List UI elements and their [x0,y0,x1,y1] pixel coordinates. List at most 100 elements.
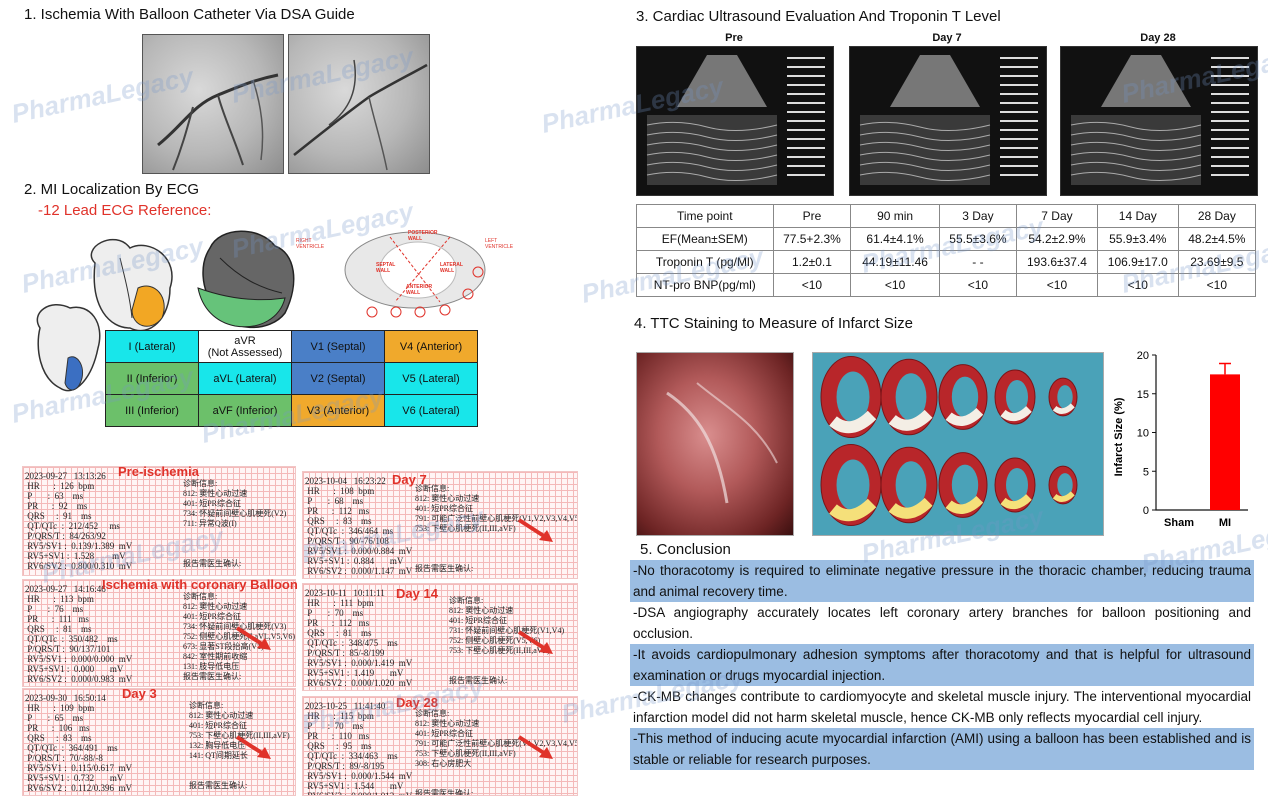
ecg-timepoint-label: Day 28 [396,695,438,710]
conclusion-item: -No thoracotomy is required to eliminate… [630,560,1254,602]
red-arrow-icon [517,630,553,654]
ecg-measurements: 2023-09-27 14:16:46 HR : 113 bpm P : 76 … [25,584,133,684]
ecg-diagnosis: 诊断信息: 812: 窦性心动过速 401: 短PR综合征 791: 可能广泛性… [415,709,578,796]
whole-heart-photo [636,352,794,536]
ecg-report-card: 2023-10-04 16:23:22 HR : 108 bpm P : 68 … [302,471,578,579]
section-1-title: 1. Ischemia With Balloon Catheter Via DS… [24,6,355,23]
heart-vessel-graphic [666,382,778,504]
measurement-cell: 106.9±17.0 [1096,250,1179,274]
left-ventricle-label: LEFT VENTRICLE [485,238,514,250]
measurement-cell: NT-pro BNP(pg/ml) [636,273,774,297]
lead-cell: aVF (Inferior) [198,394,292,427]
ecg-measurements: 2023-09-27 13:13:26 HR : 126 bpm P : 63 … [25,471,133,571]
heart-anterior-illustration [197,230,295,329]
ecg-report-card: 2023-09-27 13:13:26 HR : 126 bpm P : 63 … [22,466,296,576]
ecg-timepoint-label: Day 3 [122,686,157,701]
conclusion-item: -CK-MB changes contribute to cardiomyocy… [633,689,1251,725]
conclusion-item: -This method of inducing acute myocardia… [630,728,1254,770]
ecg-reference-subtitle: -12 Lead ECG Reference: [38,202,212,219]
ecg-measurements: 2023-09-30 16:50:14 HR : 109 bpm P : 65 … [25,693,132,793]
lead-cell: II (Inferior) [105,362,199,395]
coronary-vessel-graphic [157,73,279,171]
measurement-cell: 193.6±37.4 [1016,250,1098,274]
ecg-report-card: 2023-09-30 16:50:14 HR : 109 bpm P : 65 … [22,688,296,796]
measurement-cell: 55.9±3.4% [1096,227,1179,251]
ultrasound-image [636,46,834,196]
lead-cell: V2 (Septal) [291,362,385,395]
measurement-cell: <10 [938,273,1018,297]
ecg-measurements: 2023-10-04 16:23:22 HR : 108 bpm P : 68 … [305,476,413,576]
chart-y-axis-label: Infarct Size (%) [1113,397,1125,476]
measurement-cell: 77.5+2.3% [772,227,852,251]
ecg-timepoint-label: Ischemia with coronary Balloon [102,577,298,592]
x-category-label: Sham [1164,517,1194,529]
y-tick-label: 5 [1143,466,1149,478]
red-arrow-icon [517,518,553,542]
dsa-angiography-image-1 [142,34,284,174]
measurement-header-cell: 14 Day [1096,204,1179,228]
measurement-header-cell: 7 Day [1016,204,1098,228]
ecg-report-card: 2023-09-27 14:16:46 HR : 113 bpm P : 76 … [22,579,296,687]
x-category-label: MI [1219,517,1231,529]
measurement-row: EF(Mean±SEM)77.5+2.3%61.4±4.1%55.5±3.6%5… [636,227,1257,251]
lead-cell: aVR (Not Assessed) [198,330,292,363]
bar-mi [1210,374,1240,510]
measurement-cell: 54.2±2.9% [1016,227,1098,251]
heart-illustrations [36,230,295,392]
lead-cell: V4 (Anterior) [384,330,478,363]
ultrasound-graphic [646,55,825,185]
section-4-title: 4. TTC Staining to Measure of Infarct Si… [634,315,914,332]
lead-table-row: II (Inferior)aVL (Lateral)V2 (Septal)V5 … [105,362,478,395]
ultrasound-label: Day 28 [1140,32,1176,44]
measurement-cell: <10 [850,273,940,297]
lead-cell: aVL (Lateral) [198,362,292,395]
error-bar [1219,362,1231,375]
ecg-report-card: 2023-10-11 10:11:11 HR : 111 bpm P : 70 … [302,583,578,691]
measurement-cell: EF(Mean±SEM) [636,227,774,251]
measurement-cell: Troponin T (pg/Ml) [636,250,774,274]
measurement-row: NT-pro BNP(pg/ml)<10<10<10<10<10<10 [636,273,1257,297]
measurement-cell: 44.19±11.46 [850,250,940,274]
measurement-header-cell: Pre [772,204,852,228]
measurement-header-cell: Time point [636,204,774,228]
ecg-report-card: 2023-10-25 11:41:40 HR : 115 bpm P : 70 … [302,696,578,796]
measurement-cell: <10 [772,273,852,297]
ultrasound-label: Pre [725,32,743,44]
conclusion-list: -No thoracotomy is required to eliminate… [630,560,1254,770]
balloon-catheter-graphic [293,59,428,171]
lead-table-row: I (Lateral)aVR (Not Assessed)V1 (Septal)… [105,330,478,363]
ecg-diagnosis: 诊断信息: 812: 窦性心动过速 401: 短PR综合征 731: 怀疑前间壁… [449,596,565,685]
lead-cell: V3 (Anterior) [291,394,385,427]
conclusion-item: -DSA angiography accurately locates left… [633,605,1251,641]
measurement-cell: - - [938,250,1018,274]
lead-table-row: III (Inferior)aVF (Inferior)V3 (Anterior… [105,394,478,427]
anterior-wall-label: ANTERIOR WALL [406,284,433,296]
cross-section-graphic [344,231,486,318]
heart-cross-section-diagram: RIGHT VENTRICLE LEFT VENTRICLE POSTERIOR… [296,222,520,322]
lateral-wall-label: LATERAL WALL [440,262,463,274]
measurement-cell: 23.69±9.5 [1177,250,1257,274]
ecg-diagnosis: 诊断信息: 812: 窦性心动过速 401: 短PR综合征 734: 怀疑前间壁… [183,479,287,568]
lead-cell: V1 (Septal) [291,330,385,363]
lead-cell: I (Lateral) [105,330,199,363]
measurement-cell: 1.2±0.1 [772,250,852,274]
measurement-header-cell: 90 min [850,204,940,228]
right-ventricle-label: RIGHT VENTRICLE [296,238,325,250]
y-tick-label: 10 [1137,428,1149,440]
section-2-title: 2. MI Localization By ECG [24,181,200,198]
red-arrow-icon [235,626,271,650]
posterior-wall-label: POSTERIOR WALL [408,230,438,242]
red-arrow-icon [235,735,271,759]
measurement-cell: <10 [1177,273,1257,297]
dsa-angiography-image-2 [288,34,430,174]
ultrasound-graphic [1070,55,1249,185]
heart-septal-illustration [36,304,101,392]
ttc-slice-graphic [820,356,1078,526]
y-tick-label: 15 [1137,389,1149,401]
conclusion-item: -It avoids cardiopulmonary adhesion symp… [630,644,1254,686]
ecg-diagnosis: 诊断信息: 812: 窦性心动过速 401: 短PR综合征 753: 下壁心肌梗… [189,701,290,790]
measurement-cell: 61.4±4.1% [850,227,940,251]
measurement-cell: <10 [1016,273,1098,297]
ecg-timepoint-label: Pre-ischemia [118,464,199,479]
